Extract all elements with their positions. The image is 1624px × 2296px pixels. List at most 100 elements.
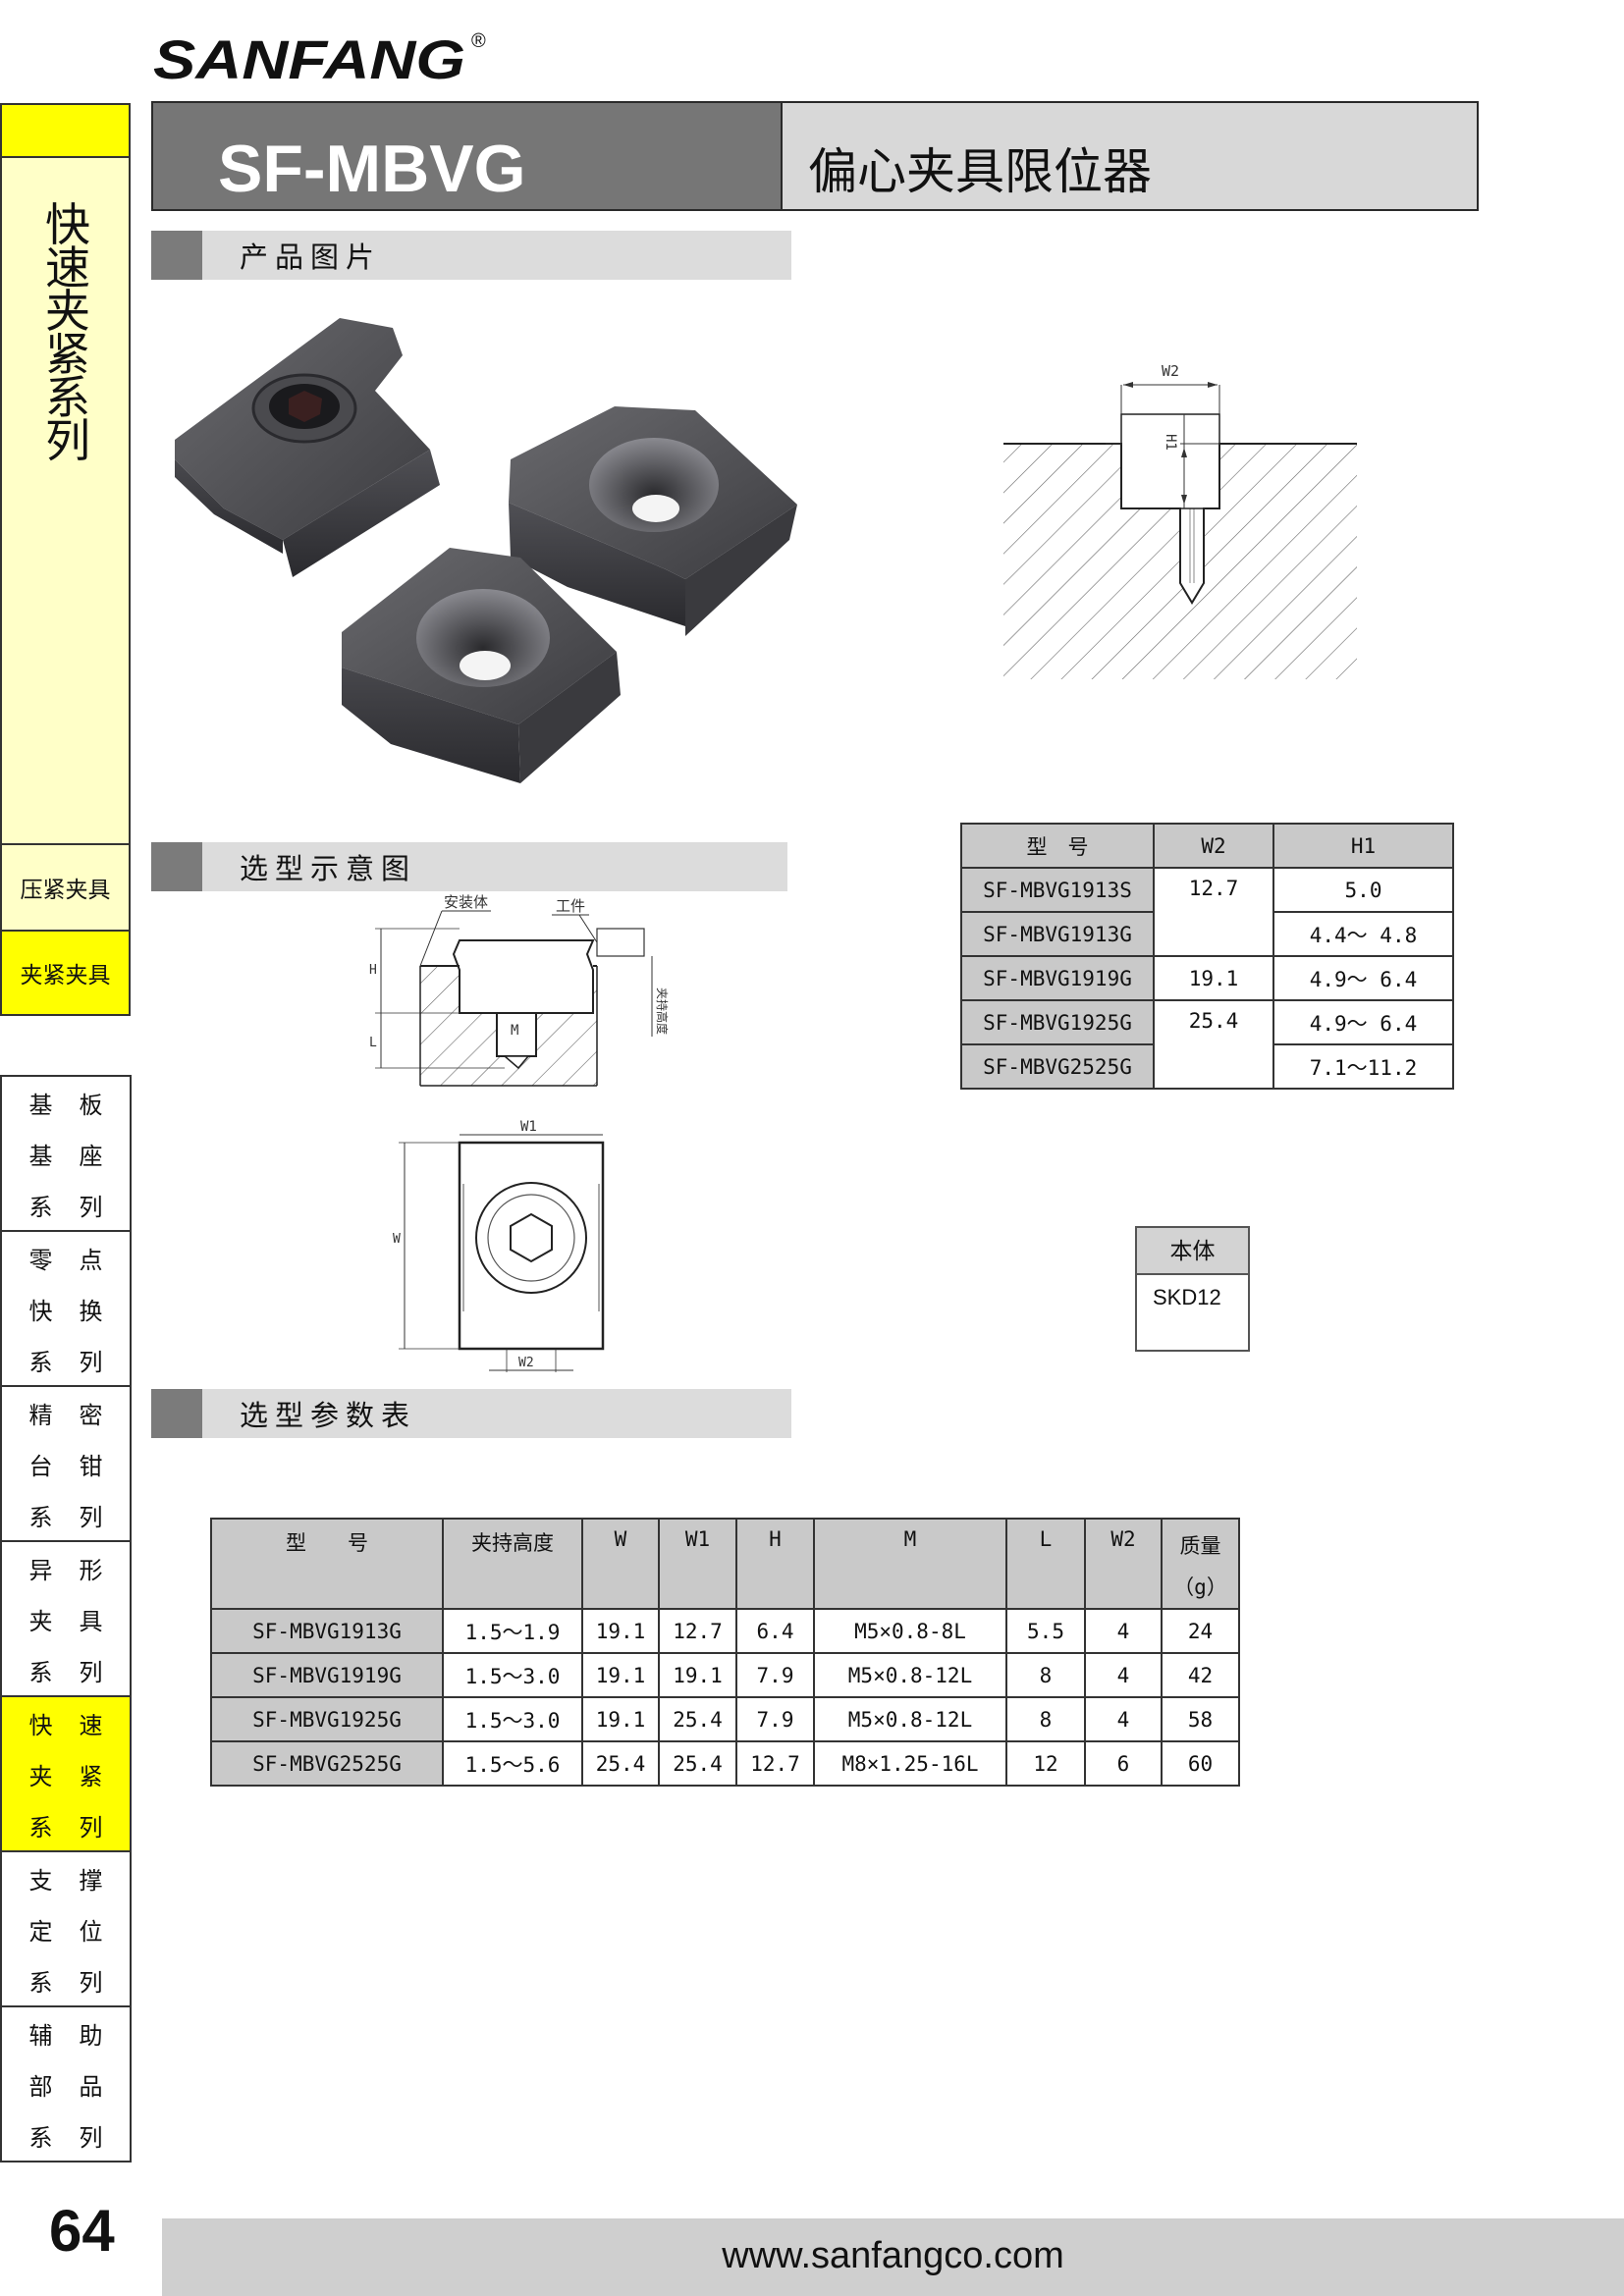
- series-nav-group[interactable]: 精密台钳系列: [2, 1387, 130, 1542]
- table-cell: 19.1: [581, 1608, 660, 1654]
- col-w2: W2: [1084, 1518, 1163, 1610]
- series-nav-char: 系: [28, 1348, 53, 1376]
- dim-m: M: [511, 1023, 518, 1039]
- col-clamp-height: 夹持高度: [442, 1518, 583, 1610]
- series-nav-char: 列: [79, 1968, 103, 1997]
- table-cell: 25.4: [658, 1740, 737, 1787]
- section-params-label: 选型参数表: [240, 1399, 417, 1432]
- series-nav-line: 异形: [2, 1542, 130, 1593]
- col-l: L: [1005, 1518, 1086, 1610]
- series-nav-line: 零点: [2, 1232, 130, 1283]
- series-nav-char: 列: [79, 2123, 103, 2152]
- label-mount: 安装体: [444, 893, 488, 911]
- category-tab: 快速夹 紧系列 压紧夹具 夹紧夹具: [0, 103, 131, 1016]
- table-cell: 4: [1084, 1652, 1163, 1698]
- dim-l: L: [369, 1036, 377, 1050]
- series-nav-char: 快: [28, 1711, 53, 1739]
- series-nav-line: 定位: [2, 1903, 130, 1954]
- table-header-row: 型 号 W2 H1: [960, 823, 1454, 869]
- table-row: SF-MBVG1913S 12.7 5.0: [960, 867, 1454, 957]
- table-cell: 25.4: [658, 1696, 737, 1742]
- series-nav-line: 系列: [2, 1799, 130, 1850]
- series-nav-group[interactable]: 基板基座系列: [2, 1077, 130, 1232]
- table-cell: 19.1: [581, 1652, 660, 1698]
- series-nav-char: 点: [79, 1246, 103, 1274]
- table-cell: 1.5～1.9: [442, 1608, 583, 1654]
- series-nav-char: 形: [79, 1556, 103, 1584]
- series-nav-char: 系: [28, 1813, 53, 1842]
- series-nav-group[interactable]: 零点快换系列: [2, 1232, 130, 1387]
- series-nav: 基板基座系列零点快换系列精密台钳系列异形夹具系列快速夹紧系列支撑定位系列辅助部品…: [0, 1075, 132, 2163]
- table-cell: 7.9: [735, 1696, 815, 1742]
- parameter-table: 型 号 夹持高度 W W1 H M L W2 质量（g） SF-MBVG1913…: [210, 1518, 1240, 1787]
- series-nav-group[interactable]: 快速夹紧系列: [2, 1697, 130, 1852]
- subcategory-grip-clamp[interactable]: 夹紧夹具: [2, 930, 129, 1014]
- dim-w1: W1: [520, 1119, 537, 1135]
- table-cell: 24: [1161, 1608, 1240, 1654]
- table-row: SF-MBVG1925G 25.4 4.9～ 6.4: [960, 999, 1454, 1090]
- dim-h1: H1: [1163, 434, 1178, 451]
- series-nav-line: 快换: [2, 1283, 130, 1334]
- series-nav-char: 位: [79, 1917, 103, 1946]
- series-nav-char: 系: [28, 1193, 53, 1221]
- w2-h1-table: 型 号 W2 H1 SF-MBVG1913S 12.7 5.0 SF-MBVG1…: [960, 823, 1454, 1090]
- series-nav-line: 支撑: [2, 1852, 130, 1903]
- series-nav-line: 台钳: [2, 1438, 130, 1489]
- subcategory-press-clamp[interactable]: 压紧夹具: [2, 843, 129, 930]
- table-cell: 4: [1084, 1696, 1163, 1742]
- table-cell: 19.1: [581, 1696, 660, 1742]
- table-cell: 42: [1161, 1652, 1240, 1698]
- series-nav-char: 钳: [79, 1452, 103, 1480]
- series-nav-line: 系列: [2, 1334, 130, 1385]
- table-cell: 8: [1005, 1652, 1086, 1698]
- series-nav-line: 辅助: [2, 2007, 130, 2058]
- series-nav-char: 基: [28, 1142, 53, 1170]
- series-nav-line: 部品: [2, 2058, 130, 2109]
- series-nav-group[interactable]: 辅助部品系列: [2, 2007, 130, 2163]
- series-nav-line: 基座: [2, 1128, 130, 1179]
- col-w: W: [581, 1518, 660, 1610]
- table-cell: SF-MBVG2525G: [210, 1740, 444, 1787]
- section-diagram-label: 选型示意图: [240, 852, 417, 885]
- series-nav-char: 列: [79, 1193, 103, 1221]
- series-nav-line: 系列: [2, 1644, 130, 1695]
- series-nav-group[interactable]: 支撑定位系列: [2, 1852, 130, 2007]
- label-workpiece: 工件: [556, 897, 585, 915]
- series-nav-line: 夹紧: [2, 1748, 130, 1799]
- table-cell: 8: [1005, 1696, 1086, 1742]
- series-nav-group[interactable]: 异形夹具系列: [2, 1542, 130, 1697]
- series-nav-char: 列: [79, 1813, 103, 1842]
- footer-url[interactable]: www.sanfangco.com: [162, 2218, 1624, 2296]
- col-h1: H1: [1272, 823, 1454, 869]
- series-nav-char: 支: [28, 1866, 53, 1895]
- series-nav-line: 精密: [2, 1387, 130, 1438]
- series-nav-char: 台: [28, 1452, 53, 1480]
- table-cell: 4: [1084, 1608, 1163, 1654]
- logo-reg-mark: ®: [471, 30, 486, 52]
- table-cell: M5×0.8-12L: [813, 1652, 1007, 1698]
- table-cell: 1.5～5.6: [442, 1740, 583, 1787]
- series-nav-char: 列: [79, 1348, 103, 1376]
- table-cell: 58: [1161, 1696, 1240, 1742]
- product-code: SF-MBVG: [153, 103, 783, 209]
- series-nav-line: 快速: [2, 1697, 130, 1748]
- table-cell: 12.7: [735, 1740, 815, 1787]
- col-model: 型 号: [210, 1518, 444, 1610]
- table-cell: M8×1.25-16L: [813, 1740, 1007, 1787]
- table-cell: M5×0.8-12L: [813, 1696, 1007, 1742]
- series-nav-char: 辅: [28, 2021, 53, 2050]
- series-nav-char: 系: [28, 2123, 53, 2152]
- table-header-row: 型 号 夹持高度 W W1 H M L W2 质量（g）: [210, 1518, 1240, 1610]
- table-cell: 25.4: [581, 1740, 660, 1787]
- product-name: 偏心夹具限位器: [783, 103, 1477, 209]
- series-nav-char: 部: [28, 2072, 53, 2101]
- dim-h: H: [369, 963, 377, 978]
- series-nav-char: 系: [28, 1658, 53, 1686]
- series-nav-char: 系: [28, 1503, 53, 1531]
- title-bar: SF-MBVG 偏心夹具限位器: [151, 101, 1479, 211]
- page-number: 64: [49, 2198, 115, 2264]
- table-cell: 6: [1084, 1740, 1163, 1787]
- series-nav-char: 系: [28, 1968, 53, 1997]
